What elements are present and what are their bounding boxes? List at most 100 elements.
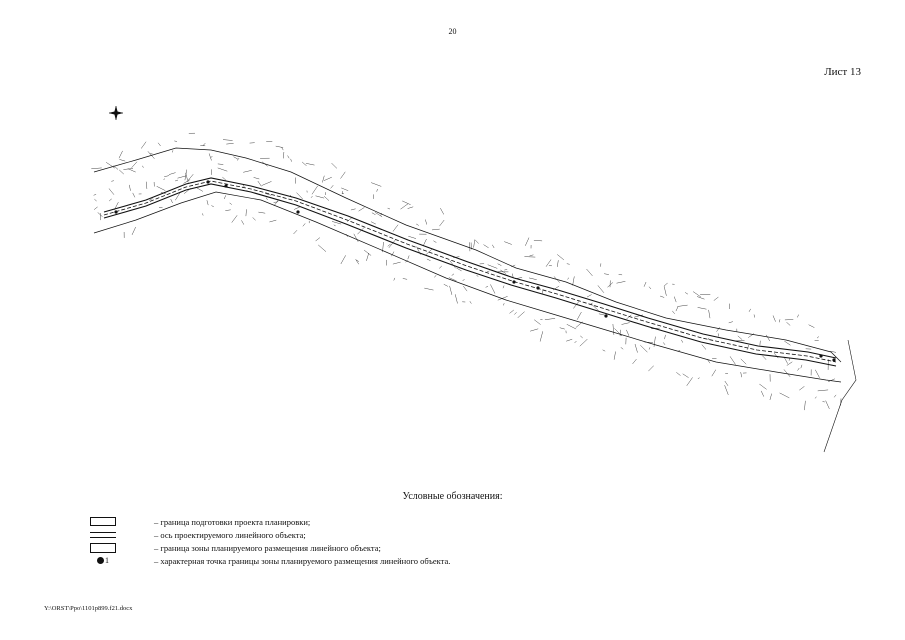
map-hatch-line [305,163,315,166]
map-hatch-line [716,327,720,332]
map-hatch-line [393,277,396,281]
map-hatch-line [648,286,652,290]
map-hatch-line [509,309,514,314]
map-hatch-line [257,180,262,187]
map-hatch-line [825,400,830,410]
map-hatch-line [517,311,525,318]
map-hatch-line [634,343,638,353]
map-hatch-line [621,322,630,325]
map-hatch-line [156,186,166,191]
map-hatch-line [663,282,668,287]
map-hatch-line [456,267,462,272]
map-hatch-line [142,165,144,168]
map-hatch-line [323,176,332,181]
map-hatch-line [340,255,346,265]
map-hatch-line [449,260,456,269]
map-hatch-line [686,377,693,386]
map-hatch-line [226,143,234,145]
map-hatch-line [808,324,815,328]
map-hatch-line [341,187,349,191]
map-hatch-line [123,168,134,170]
map-hatch-line [503,303,505,306]
map-hatch-line [490,284,496,294]
map-hatch-line [580,335,583,339]
map-hatch-line [473,239,476,248]
map-hatch-line [497,296,508,301]
map-hatch-line [340,171,346,179]
map-hatch-line [567,277,569,280]
map-hatch-line [366,252,370,261]
map-hatch-line [225,209,231,211]
map-hatch-line [253,177,260,180]
map-hatch-line [711,369,717,377]
map-hatch-line [387,243,391,247]
map-hatch-line [502,285,505,289]
map-hatch-line [833,394,837,398]
map-hatch-line [108,198,112,202]
planning-boundary-symbol [90,517,116,526]
map-hatch-line [529,254,534,257]
map-hatch-line [643,281,647,287]
page-number: 20 [448,27,457,36]
map-hatch-line [184,169,188,181]
map-hatch-line [614,328,623,337]
map-hatch-line [612,323,615,335]
map-hatch-line [290,158,292,162]
map-hatch-line [273,201,279,203]
point-symbol-label: 1 [105,556,109,565]
map-hatch-line [431,228,440,231]
map-drawing [91,106,857,453]
map-hatch-line [222,139,233,141]
map-hatch-line [572,276,575,286]
map-hatch-line [701,344,707,350]
map-hatch-line [195,187,204,192]
map-hatch-line [815,369,820,378]
map-hatch-line [434,275,437,278]
legend-item-text: – характерная точка границы зоны планиру… [154,555,451,566]
map-hatch-line [765,334,771,342]
planning-boundary-line [93,147,842,383]
map-hatch-line [222,176,227,181]
map-hatch-line [325,192,327,196]
map-hatch-line [231,215,238,223]
map-hatch-line [186,174,194,182]
map-hatch-line [94,198,97,202]
map-hatch-line [566,263,570,265]
map-hatch-line [206,200,209,206]
map-hatch-line [374,212,383,218]
map-hatch-line [174,140,178,142]
map-hatch-line [353,233,359,242]
map-hatch-line [504,269,508,271]
map-hatch-line [512,273,514,278]
map-hatch-line [91,167,102,170]
map-hatch-line [261,181,272,186]
map-hatch-line [170,198,173,204]
map-hatch-line [355,259,360,262]
map-hatch-line [425,219,428,225]
map-hatch-line [217,163,224,165]
legend-item: – граница подготовки проекта планировки; [88,515,788,528]
map-hatch-line [172,150,174,153]
map-hatch-line [416,223,419,226]
map-hatch-line [672,310,675,314]
map-hatch-line [376,188,378,192]
map-hatch-line [487,264,498,269]
legend-item: – граница зоны планируемого размещения л… [88,541,788,554]
map-hatch-line [474,239,479,244]
map-hatch-line [760,390,765,397]
map-hatch-line [108,188,115,195]
map-hatch-line [675,306,679,312]
map-hatch-line [315,195,325,199]
map-hatch-line [539,331,544,342]
map-hatch-line [229,202,232,205]
map-hatch-line [648,365,654,372]
map-hatch-line [602,349,606,352]
map-hatch-line [371,212,376,216]
map-hatch-line [663,342,666,345]
map-hatch-line [322,175,325,183]
map-hatch-line [105,162,116,169]
map-hatch-line [737,335,743,340]
map-hatch-line [559,327,565,330]
map-hatch-line [157,142,161,147]
map-hatch-line [774,353,779,359]
